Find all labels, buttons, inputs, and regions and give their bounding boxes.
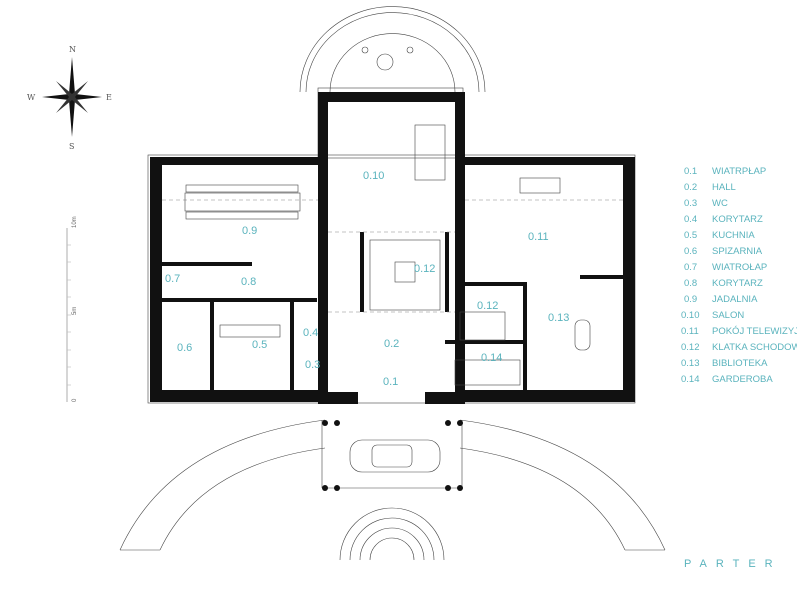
legend-name: WIATROŁAP [712,262,767,273]
walls [147,87,636,404]
compass-n: N [69,45,76,54]
room-label-0-3: 0.3 [305,359,320,371]
legend-num: 0.14 [681,374,700,385]
room-label-0-10: 0.10 [363,170,384,182]
room-label-0-9: 0.9 [242,225,257,237]
furniture [184,124,591,386]
compass-s: S [69,142,74,151]
interior-dashed-lines [162,199,623,313]
legend-num: 0.1 [684,166,697,177]
legend-num: 0.3 [684,198,697,209]
legend-name: BIBLIOTEKA [712,358,768,369]
legend-name: KORYTARZ [712,278,763,289]
legend-num: 0.8 [684,278,697,289]
legend-name: KUCHNIA [712,230,755,241]
legend-name: SALON [712,310,744,321]
legend-num: 0.10 [681,310,700,321]
room-label-0-12-back: 0.12 [477,300,498,312]
room-label-0-1: 0.1 [383,376,398,388]
legend-num: 0.5 [684,230,697,241]
legend-num: 0.7 [684,262,697,273]
room-label-0-12-stair: 0.12 [414,263,435,275]
room-label-0-11: 0.11 [528,231,549,243]
legend-num: 0.6 [684,246,697,257]
room-label-0-6: 0.6 [177,342,192,354]
scale-bar: 10m 5m 0 [66,216,78,402]
front-porch [119,419,666,561]
legend-name: WC [712,198,728,209]
room-label-0-13: 0.13 [548,312,569,324]
room-label-0-14: 0.14 [481,352,502,364]
room-label-0-7: 0.7 [165,273,180,285]
legend-name: JADALNIA [712,294,758,305]
car-icon [349,439,441,473]
rotunda-terrace [299,6,486,93]
room-label-0-5: 0.5 [252,339,267,351]
legend-name: WIATRPŁAP [712,166,766,177]
floor-title: PARTER [684,558,782,570]
legend-num: 0.13 [681,358,700,369]
legend-name: KLATKA SCHODOWA [712,342,797,353]
room-label-0-8: 0.8 [241,276,256,288]
legend-num: 0.12 [681,342,700,353]
scale-label-5m: 5m [72,307,78,315]
compass-rose-icon: N E S W [27,45,112,151]
scale-label-10m: 10m [72,216,78,228]
room-labels: 0.1 0.2 0.3 0.4 0.5 0.6 0.7 0.8 0.9 0.10… [165,170,569,388]
room-label-0-2: 0.2 [384,338,399,350]
legend-name: HALL [712,182,736,193]
legend-name: GARDEROBA [712,374,773,385]
legend-num: 0.4 [684,214,697,225]
legend-num: 0.11 [681,326,699,337]
room-label-0-4: 0.4 [303,327,318,339]
legend-num: 0.9 [684,294,697,305]
scale-label-0: 0 [72,398,78,402]
compass-w: W [27,93,36,102]
legend-num: 0.2 [684,182,697,193]
legend-name: POKÓJ TELEWIZYJNY [712,326,797,337]
compass-e: E [106,93,112,102]
legend-name: KORYTARZ [712,214,763,225]
legend-name: SPIZARNIA [712,246,763,257]
